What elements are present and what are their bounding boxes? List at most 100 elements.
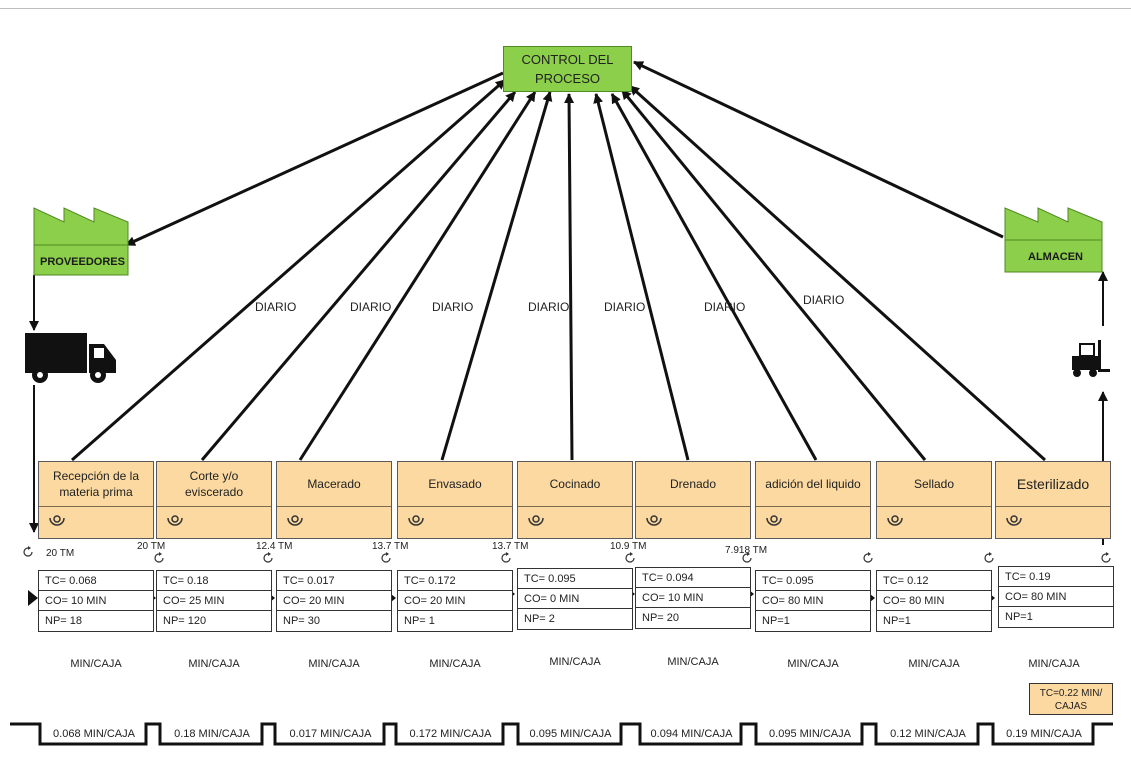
frequency-label: DIARIO [604,300,646,314]
inventory-label: 12.4 TM [256,541,293,552]
operator-icon [408,515,424,526]
changeover-time: CO= 10 MIN [636,588,750,608]
timeline-label: 0.12 MIN/CAJA [890,728,966,740]
info-arrow-recepcion [71,78,506,462]
process-data-box: TC= 0.172 CO= 20 MIN NP= 1 [397,570,513,632]
unit-label: MIN/CAJA [549,656,601,668]
process-name: Sellado [877,462,991,507]
operators-count: NP= 1 [404,615,435,627]
info-arrow-sellado [620,89,927,461]
operator-icon [49,515,65,526]
cycle-time: TC= 0.068 [39,571,153,591]
process-data-box: TC= 0.095 CO= 80 MIN NP=1 [755,570,871,632]
process-name: Drenado [636,462,750,507]
inventory-label: 7.918 TM [725,545,768,556]
operator-icon [167,515,183,526]
process-name: Envasado [398,462,512,507]
changeover-time: CO= 80 MIN [877,591,991,611]
process-data-box: TC= 0.18 CO= 25 MIN NP= 120 [156,570,272,632]
timeline-label: 0.017 MIN/CAJA [289,728,372,740]
process-name: Esterilizado [996,462,1110,507]
operators-count: NP= 120 [163,615,207,627]
cycle-time: TC= 0.18 [157,571,271,591]
timeline-label: 0.172 MIN/CAJA [409,728,492,740]
process-name: Cocinado [518,462,632,507]
process-box-adicion: adición del liquido [755,461,871,539]
changeover-time: CO= 80 MIN [999,587,1113,607]
cycle-arrow-icon [1101,552,1111,563]
process-data-box: TC= 0.095 CO= 0 MIN NP= 2 [517,568,633,630]
process-box-esterilizado: Esterilizado [995,461,1111,539]
info-arrow-adicion [610,93,818,461]
inventory-label: 20 TM [137,541,166,552]
cycle-time: TC= 0.19 [999,567,1113,587]
process-box-macerado: Macerado [276,461,392,539]
info-arrow-cocinado [564,93,575,461]
cycle-time: TC= 0.172 [398,571,512,591]
timeline-label: 0.18 MIN/CAJA [174,728,250,740]
operator-icon [646,515,662,526]
operators-count: NP=1 [1005,611,1033,623]
process-data-box: TC= 0.017 CO= 20 MIN NP= 30 [276,570,392,632]
unit-label: MIN/CAJA [308,658,360,670]
info-arrow-almacen [633,60,1004,239]
cycle-time: TC= 0.017 [277,571,391,591]
timeline-label: 0.19 MIN/CAJA [1006,728,1082,740]
timeline-label: 0.095 MIN/CAJA [769,728,851,740]
changeover-time: CO= 10 MIN [39,591,153,611]
forklift-icon [1072,340,1110,377]
operator-icon [887,515,903,526]
unit-label: MIN/CAJA [70,658,122,670]
timeline [10,722,1113,746]
cycle-arrow-icon [625,552,635,563]
unit-label: MIN/CAJA [429,658,481,670]
frequency-label: DIARIO [432,300,474,314]
unit-label: MIN/CAJA [787,658,839,670]
timeline-label: 0.095 MIN/CAJA [529,728,612,740]
total-cycle-time-box: TC=0.22 MIN/ CAJAS [1029,683,1113,715]
supplier-factory-icon [33,207,129,276]
push-arrow-icon [28,590,38,606]
info-arrow-esterilizado [628,84,1047,462]
operator-icon [528,515,544,526]
unit-label: MIN/CAJA [1028,658,1080,670]
cycle-time: TC= 0.12 [877,571,991,591]
changeover-time: CO= 20 MIN [277,591,391,611]
info-arrow-corte [200,91,517,461]
process-box-corte: Corte y/o eviscerado [156,461,272,539]
inventory-label: 13.7 TM [492,541,529,552]
cycle-time: TC= 0.094 [636,568,750,588]
changeover-time: CO= 20 MIN [398,591,512,611]
truck-icon [25,333,116,383]
timeline-label: 0.094 MIN/CAJA [650,728,733,740]
frequency-label: DIARIO [803,293,845,307]
process-data-box: TC= 0.068 CO= 10 MIN NP= 18 [38,570,154,632]
inventory-label: 20 TM [46,548,75,559]
inventory-label: 13.7 TM [372,541,409,552]
cycle-time: TC= 0.095 [756,571,870,591]
info-arrow-macerado [298,91,537,461]
operators-count: NP=1 [762,615,790,627]
frequency-label: DIARIO [255,300,297,314]
warehouse-factory-icon [1004,207,1103,273]
timeline-label: 0.068 MIN/CAJA [53,728,135,740]
process-box-drenado: Drenado [635,461,751,539]
changeover-time: CO= 25 MIN [157,591,271,611]
unit-label: MIN/CAJA [667,656,719,668]
top-rule [0,8,1131,9]
frequency-label: DIARIO [350,300,392,314]
changeover-time: CO= 80 MIN [756,591,870,611]
unit-label: MIN/CAJA [188,658,240,670]
operators-count: NP= 2 [524,613,555,625]
process-name: Macerado [277,462,391,507]
frequency-label: DIARIO [704,300,746,314]
cycle-arrow-icon [154,552,164,563]
info-arrow-drenado [593,93,690,461]
cycle-arrow-icon [501,552,511,563]
operators-count: NP= 30 [283,615,320,627]
operator-icon [287,515,303,526]
inventory-label: 10.9 TM [610,541,647,552]
operators-count: NP= 18 [45,615,82,627]
